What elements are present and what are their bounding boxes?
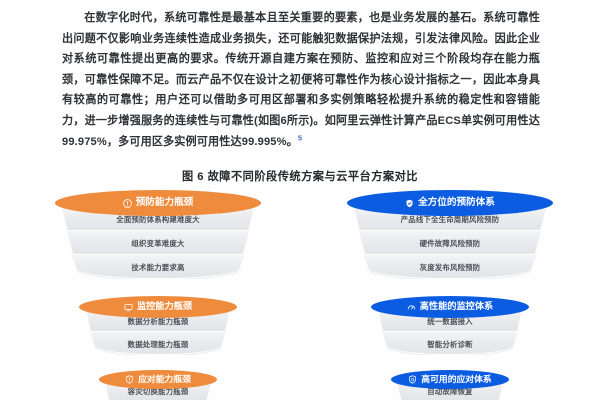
figure-caption: 图 6 故障不同阶段传统方案与云平台方案对比 (181, 171, 418, 183)
funnel-slice-label: 产品线下全生命周期风险预防 (400, 215, 500, 224)
funnel-tier-monitoring-cloud[interactable]: 高性能的监控体系 统一数据接入 智能分析诊断 (371, 296, 529, 355)
funnel-cap-label: 高性能的监控体系 (419, 301, 494, 312)
funnel-traditional: 预防能力瓶颈 全面预防体系构建难度大 组织变革难度大 技术能力要求高 监控能力瓶… (38, 190, 278, 400)
funnel-tier-monitoring-traditional[interactable]: 监控能力瓶颈 数据分析能力瓶颈 数据处理能力瓶颈 (79, 296, 237, 355)
funnel-slice[interactable]: 技术能力要求高 (71, 255, 245, 279)
funnel-tier-response-cloud[interactable]: 高可用的应对体系 自动故障恢复 (391, 370, 509, 400)
funnel-slice-label: 全面预防体系构建难度大 (116, 215, 200, 224)
funnel-tier-response-traditional[interactable]: 应对能力瓶颈 容灾切换能力瓶颈 (99, 370, 217, 400)
comparison-figure: 预防能力瓶颈 全面预防体系构建难度大 组织变革难度大 技术能力要求高 监控能力瓶… (0, 190, 600, 400)
funnel-slice-label: 数据分析能力瓶颈 (127, 316, 189, 326)
funnel-cloud: 全方位的预防体系 产品线下全生命周期风险预防 硬件故障风险预防 灰度发布风险预防… (330, 190, 570, 400)
shield-alert-icon (125, 375, 134, 384)
footnote-reference[interactable]: 5 (297, 132, 303, 142)
funnel-cap-label: 全方位的预防体系 (418, 197, 495, 209)
alert-circle-icon (122, 198, 132, 208)
funnel-cap-label: 高可用的应对体系 (421, 374, 492, 385)
gauge-icon (407, 303, 416, 312)
funnel-slice[interactable]: 硬件故障风险预防 (358, 231, 542, 255)
funnel-slice[interactable]: 智能分析诊断 (382, 332, 518, 355)
paragraph-text: 在数字化时代，系统可靠性是最基本且至关重要的要素，也是业务发展的基石。系统可靠性… (62, 12, 540, 148)
funnel-slice-label: 灰度发布风险预防 (419, 263, 481, 272)
funnel-slice-label: 智能分析诊断 (427, 339, 473, 349)
funnel-slice-label: 数据处理能力瓶颈 (127, 339, 189, 349)
funnel-slice-label: 组织变革难度大 (131, 239, 185, 248)
funnel-slice-label: 硬件故障风险预防 (419, 239, 481, 248)
funnel-tier-prevention-traditional[interactable]: 预防能力瓶颈 全面预防体系构建难度大 组织变革难度大 技术能力要求高 (55, 190, 261, 279)
funnel-slice-label: 容灾切换能力瓶颈 (127, 387, 189, 396)
body-paragraph-block: 在数字化时代，系统可靠性是最基本且至关重要的要素，也是业务发展的基石。系统可靠性… (62, 8, 540, 152)
funnel-cap-prevention-traditional[interactable]: 预防能力瓶颈 (55, 190, 261, 216)
funnel-slice[interactable]: 数据处理能力瓶颈 (90, 332, 226, 355)
funnel-slice[interactable]: 灰度发布风险预防 (363, 255, 537, 279)
funnel-cap-label: 应对能力瓶颈 (138, 374, 191, 385)
funnel-cap-monitoring-traditional[interactable]: 监控能力瓶颈 (79, 296, 237, 318)
funnel-slices: 产品线下全生命周期风险预防 硬件故障风险预防 灰度发布风险预防 (347, 207, 553, 279)
recovery-icon (408, 375, 417, 384)
funnel-slice-label: 技术能力要求高 (131, 263, 185, 272)
funnel-slice[interactable]: 组织变革难度大 (66, 231, 250, 255)
body-paragraph: 在数字化时代，系统可靠性是最基本且至关重要的要素，也是业务发展的基石。系统可靠性… (62, 8, 540, 152)
funnel-slice-label: 统一数据接入 (427, 316, 473, 326)
funnel-tier-prevention-cloud[interactable]: 全方位的预防体系 产品线下全生命周期风险预防 硬件故障风险预防 灰度发布风险预防 (347, 190, 553, 279)
funnel-slices: 全面预防体系构建难度大 组织变革难度大 技术能力要求高 (55, 207, 261, 279)
funnel-cap-prevention-cloud[interactable]: 全方位的预防体系 (347, 190, 553, 216)
funnel-cap-monitoring-cloud[interactable]: 高性能的监控体系 (371, 296, 529, 318)
funnel-slice-label: 自动故障恢复 (427, 387, 473, 396)
funnel-cap-label: 监控能力瓶颈 (136, 301, 193, 312)
shield-check-icon (405, 199, 414, 208)
funnel-cap-response-traditional[interactable]: 应对能力瓶颈 (99, 370, 217, 389)
monitor-icon (124, 303, 133, 312)
funnel-cap-label: 预防能力瓶颈 (135, 197, 194, 209)
funnel-cap-response-cloud[interactable]: 高可用的应对体系 (391, 370, 509, 389)
